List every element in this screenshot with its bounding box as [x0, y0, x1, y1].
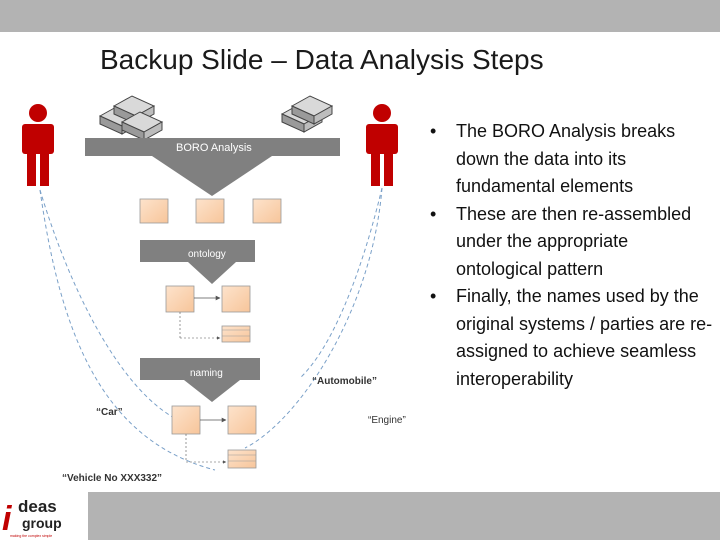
- logo-tagline: making the complex simple: [10, 534, 52, 538]
- bullet-dot-icon: •: [430, 121, 437, 141]
- logo-word-group: group: [22, 515, 62, 531]
- ideas-group-logo: i deas group making the complex simple: [2, 497, 62, 538]
- ontology-pattern: [165, 285, 251, 343]
- bullet-dot-icon: •: [430, 286, 437, 306]
- bullet-text: These are then re-assembled under the ap…: [456, 203, 692, 279]
- logo-letter: i: [2, 500, 13, 538]
- stage-label-ontology: ontology: [188, 249, 226, 260]
- stage-arrow-ontology: ontology: [140, 240, 255, 284]
- bullet-text: Finally, the names used by the original …: [456, 286, 713, 389]
- stage-label-boro-analysis: BORO Analysis: [176, 142, 252, 154]
- bullet-item: • The BORO Analysis breaks down the data …: [424, 118, 714, 201]
- named-pattern: [171, 405, 257, 469]
- top-bar: [0, 0, 720, 32]
- name-label-vehicle-no: “Vehicle No XXX332”: [62, 473, 162, 484]
- database-stack-icon: [280, 95, 334, 133]
- data-analysis-diagram: BORO Analysis ontology naming “Automobil: [22, 95, 406, 484]
- person-icon: [366, 104, 398, 186]
- bullet-dot-icon: •: [430, 203, 437, 224]
- person-icon: [22, 104, 54, 186]
- name-label-automobile: “Automobile”: [312, 376, 377, 387]
- bullet-list: • The BORO Analysis breaks down the data …: [424, 118, 714, 393]
- name-label-car: “Car”: [96, 407, 123, 418]
- stage-label-naming: naming: [190, 368, 223, 379]
- logo-word-ideas: deas: [18, 497, 57, 516]
- bullet-item: • Finally, the names used by the original…: [424, 283, 714, 393]
- footer-bar: [88, 492, 720, 540]
- stage-arrow-naming: naming: [140, 358, 260, 402]
- stage-arrow-boro-analysis: BORO Analysis: [85, 138, 340, 196]
- database-stack-icon: [98, 95, 164, 141]
- element-boxes: [139, 198, 282, 224]
- slide-title: Backup Slide – Data Analysis Steps: [100, 44, 544, 75]
- bullet-item: • These are then re-assembled under the a…: [424, 201, 714, 284]
- dashed-links: [39, 187, 383, 471]
- bullet-text: The BORO Analysis breaks down the data i…: [456, 121, 676, 196]
- name-label-engine: “Engine”: [368, 415, 406, 426]
